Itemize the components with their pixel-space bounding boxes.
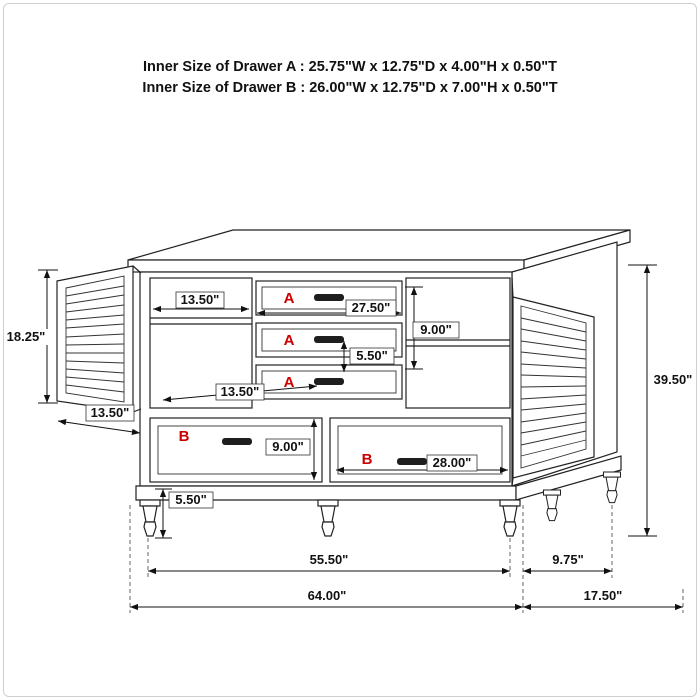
drawer-a3: A xyxy=(255,364,403,400)
left-door-louvers xyxy=(65,285,125,393)
drawer-b-left-handle-icon xyxy=(222,438,252,445)
dim-drawer-a-width: 27.50" xyxy=(257,299,401,317)
dim-door-height-label: 18.25" xyxy=(7,329,46,344)
dim-overall-depth: 17.50" xyxy=(523,588,683,611)
drawer-a1-handle-icon xyxy=(314,294,344,301)
dim-door-width-label: 13.50" xyxy=(91,405,130,420)
drawer-size-note: Inner Size of Drawer A : 25.75"W x 12.75… xyxy=(0,57,700,99)
drawer-b-left-label: B xyxy=(179,428,190,445)
drawer-a2-handle-icon xyxy=(314,336,344,343)
front-left-leg xyxy=(139,499,161,537)
dim-door-height: 18.25" xyxy=(3,269,58,404)
dim-overall-width: 64.00" xyxy=(130,588,523,611)
dim-door-width: 13.50" xyxy=(57,404,141,435)
drawer-a1-label: A xyxy=(284,290,295,307)
dim-leg-height: 5.50" xyxy=(155,488,214,539)
front-center-leg xyxy=(317,499,339,537)
dim-drawer-b-height-label: 9.00" xyxy=(272,439,303,454)
dim-overall-height: 39.50" xyxy=(628,264,696,537)
dim-side-foot-depth: 9.75" xyxy=(523,552,612,575)
right-shelf-compartment xyxy=(405,277,511,409)
dim-stack-height: 9.00" xyxy=(405,286,460,370)
dim-overall-depth-label: 17.50" xyxy=(584,588,623,603)
dim-stack-height-label: 9.00" xyxy=(420,322,451,337)
dim-shelf-depth-label: 13.50" xyxy=(221,384,260,399)
drawer-b-right-handle-icon xyxy=(397,458,427,465)
extension-lines xyxy=(129,505,684,613)
dim-shelf-width: 13.50" xyxy=(153,291,249,313)
dim-shelf-depth: 13.50" xyxy=(162,383,318,403)
left-louvered-door xyxy=(56,265,142,413)
back-center-leg xyxy=(542,489,562,522)
dimension-annotations: 18.25" 13.50" 27.50" 9.00" xyxy=(3,264,696,613)
dim-overall-width-label: 64.00" xyxy=(308,588,347,603)
dim-drawer-gap-label: 5.50" xyxy=(356,348,387,363)
right-louvered-door xyxy=(511,277,595,487)
dim-drawer-b-width-label: 28.00" xyxy=(433,455,472,470)
front-right-leg xyxy=(499,499,521,537)
dim-side-foot-depth-label: 9.75" xyxy=(552,552,583,567)
drawer-a2-label: A xyxy=(284,332,295,349)
drawer-a3-label: A xyxy=(284,374,295,391)
dim-leg-height-label: 5.50" xyxy=(175,492,206,507)
dim-foot-span-label: 55.50" xyxy=(310,552,349,567)
drawer-b-right: B xyxy=(329,417,511,483)
drawer-a-size-text: Inner Size of Drawer A : 25.75"W x 12.75… xyxy=(142,59,558,75)
dim-overall-height-label: 39.50" xyxy=(654,372,693,387)
drawer-a3-handle-icon xyxy=(314,378,344,385)
drawer-b-size-text: Inner Size of Drawer B : 26.00"W x 12.75… xyxy=(142,80,558,96)
dim-drawer-a-width-label: 27.50" xyxy=(352,300,391,315)
dim-drawer-gap: 5.50" xyxy=(340,341,395,372)
back-right-leg xyxy=(602,471,622,504)
dim-foot-span: 55.50" xyxy=(148,552,510,575)
cabinet-drawing: A A A B xyxy=(56,229,631,537)
dim-drawer-b-width: 28.00" xyxy=(336,454,508,474)
dim-drawer-b-height: 9.00" xyxy=(265,419,318,480)
drawer-a1: A xyxy=(255,280,403,316)
dim-shelf-width-label: 13.50" xyxy=(181,292,220,307)
drawer-b-right-label: B xyxy=(362,451,373,468)
right-door-louvers xyxy=(520,317,587,457)
